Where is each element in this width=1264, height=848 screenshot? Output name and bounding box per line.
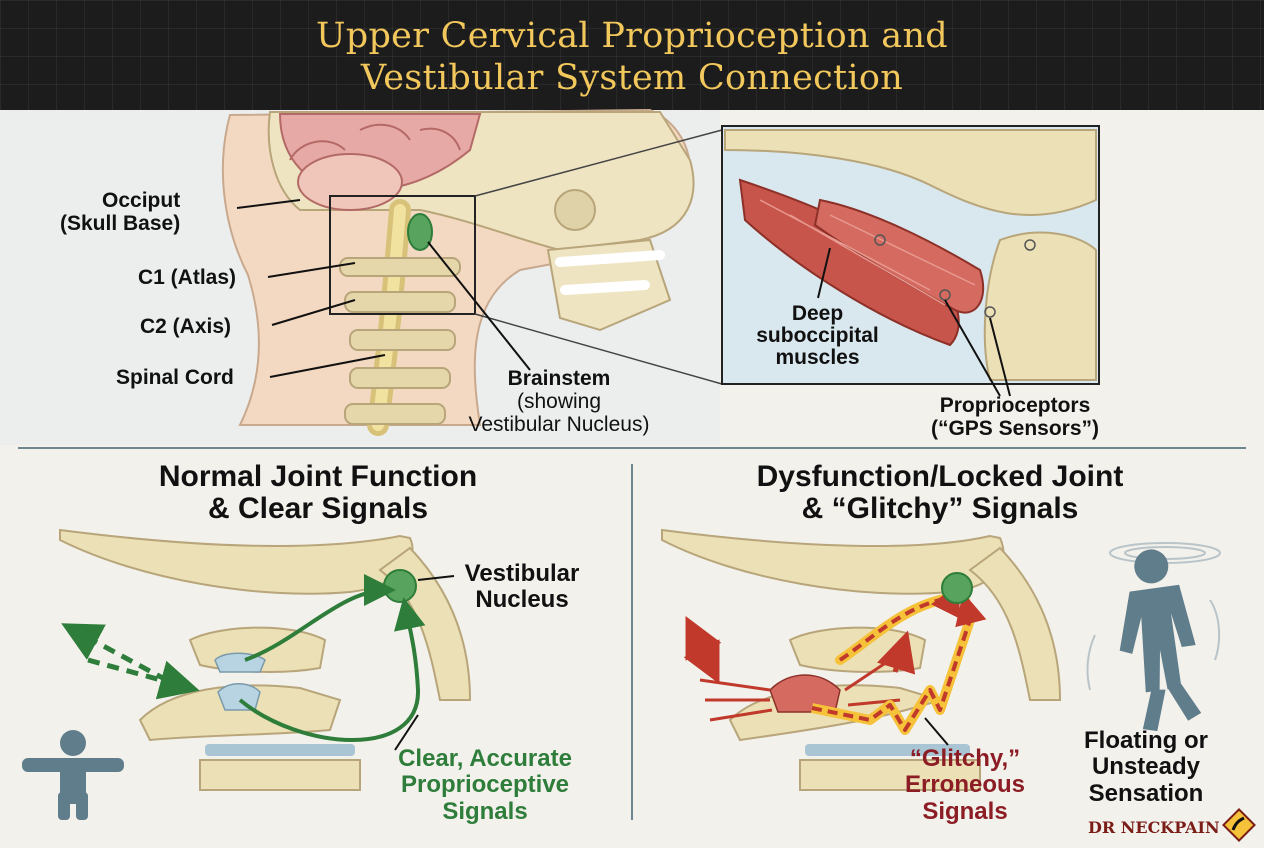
muscles-label-line-2: suboccipital	[756, 324, 879, 348]
brainstem-label: Brainstem (showing Vestibular Nucleus)	[446, 367, 672, 436]
occiput-label-line-1: Occiput	[102, 189, 181, 212]
muscles-label-line-3: muscles	[775, 346, 860, 370]
inset-vertebra	[983, 231, 1097, 381]
c2-label: C2 (Axis)	[140, 315, 232, 338]
proprio-label-line-2: (“GPS Sensors”)	[930, 417, 1100, 441]
normal-disc	[205, 744, 355, 756]
dr-neckpain-logo-icon	[1222, 808, 1256, 842]
glitchy-signals-line-1: “Glitchy,”	[909, 745, 1021, 772]
normal-heading-line-1: Normal Joint Function	[158, 460, 478, 493]
brain-folds	[289, 123, 461, 161]
leader-occiput	[236, 199, 301, 209]
unsteady-sensation-label: Floating or Unsteady Sensation	[1062, 727, 1230, 807]
brand-logo-text: DR NECKPAIN	[1088, 818, 1220, 837]
glitchy-signals-label: “Glitchy,” Erroneous Signals	[880, 745, 1050, 825]
header-band	[0, 0, 1264, 110]
leader-spinal-cord	[269, 354, 386, 378]
nucleus-label-line-1: Vestibular	[464, 560, 580, 587]
normal-c3	[199, 759, 361, 791]
dys-vestibular-nucleus	[941, 572, 973, 604]
dysfunction-heading-line-2: & “Glitchy” Signals	[801, 492, 1079, 526]
leader-nucleus	[417, 575, 455, 581]
c1-label: C1 (Atlas)	[138, 266, 237, 289]
brainstem-label-title: Brainstem	[507, 367, 611, 390]
normal-ligament-2	[217, 683, 261, 711]
leader-muscles	[817, 247, 831, 299]
clear-signal-path-2	[238, 597, 426, 742]
normal-heading: Normal Joint Function & Clear Signals	[18, 460, 618, 526]
dys-inflamed-joint	[769, 674, 841, 713]
head-neck-illustration	[0, 108, 723, 445]
glitchy-signal-path-2	[811, 592, 987, 732]
nucleus-label-line-2: Nucleus	[475, 586, 569, 614]
cerebellum	[297, 153, 403, 211]
zoom-line-top	[474, 129, 723, 197]
inset-occiput-bone	[724, 129, 1097, 217]
dys-disc	[805, 744, 970, 756]
sensation-line-1: Floating or	[1084, 727, 1208, 754]
clear-signals-line-2: Proprioceptive	[400, 771, 570, 799]
zoom-line-bottom	[474, 313, 723, 385]
dysfunction-heading: Dysfunction/Locked Joint & “Glitchy” Sig…	[640, 460, 1240, 526]
leader-glitchy-signals	[924, 717, 949, 746]
proprioceptors-label: Proprioceptors (“GPS Sensors”)	[905, 394, 1125, 440]
normal-occiput	[59, 528, 414, 595]
muscles-label-line-1: Deep	[791, 302, 844, 325]
brainstem-label-note-2: Vestibular Nucleus)	[468, 413, 650, 437]
dys-c3	[799, 759, 981, 791]
proprio-label-line-1: Proprioceptors	[939, 394, 1091, 417]
sensation-line-3: Sensation	[1088, 779, 1204, 807]
dys-up-arrow	[876, 630, 916, 675]
title-line-2: Vestibular System Connection	[360, 58, 904, 98]
spinal-cord-label: Spinal Cord	[116, 366, 234, 389]
zoom-inset	[721, 125, 1100, 397]
muscle-fibers	[759, 199, 976, 306]
clear-signals-line-1: Clear, Accurate	[398, 745, 572, 772]
brainstem-label-note-1: (showing	[516, 390, 602, 414]
dysfunction-heading-line-1: Dysfunction/Locked Joint	[756, 460, 1124, 493]
leader-c1	[267, 262, 356, 278]
occiput-label-line-2: (Skull Base)	[60, 212, 181, 236]
sensation-line-2: Unsteady	[1091, 753, 1201, 781]
normal-joint-illustration	[22, 528, 472, 820]
leader-proprio-1	[944, 299, 1001, 397]
glitchy-signals-line-2: Erroneous	[904, 771, 1026, 799]
leader-brainstem	[427, 241, 531, 371]
clear-signals-label: Clear, Accurate Proprioceptive Signals	[370, 745, 600, 825]
locked-motion-arrow	[683, 616, 722, 684]
title-line-1: Upper Cervical Proprioception and	[315, 16, 949, 56]
vestibular-nucleus-top	[407, 213, 433, 251]
normal-vestibular-nucleus	[383, 569, 417, 603]
leader-clear-signals	[394, 714, 419, 751]
vestibular-nucleus-label: Vestibular Nucleus	[447, 560, 597, 614]
dys-skull-back	[968, 546, 1062, 701]
glitchy-signals-line-3: Signals	[922, 797, 1008, 825]
teeth	[555, 250, 665, 295]
vertebrae-top	[339, 257, 461, 425]
dysfunction-illustration	[661, 528, 1256, 842]
unsteady-person-icon	[1086, 542, 1221, 732]
leader-c2	[271, 299, 356, 326]
zoom-box	[329, 195, 476, 315]
leader-proprio-2	[989, 317, 1011, 397]
steady-person-icon	[22, 730, 124, 820]
eye-socket	[554, 189, 596, 231]
clear-signals-line-3: Signals	[442, 797, 528, 825]
occiput-label: Occiput (Skull Base)	[60, 189, 180, 235]
normal-heading-line-2: & Clear Signals	[207, 492, 429, 526]
suboccipital-muscles-label: Deep suboccipital muscles	[725, 302, 910, 370]
motion-arrow-right	[87, 657, 200, 700]
clear-signal-path-1	[244, 574, 396, 662]
